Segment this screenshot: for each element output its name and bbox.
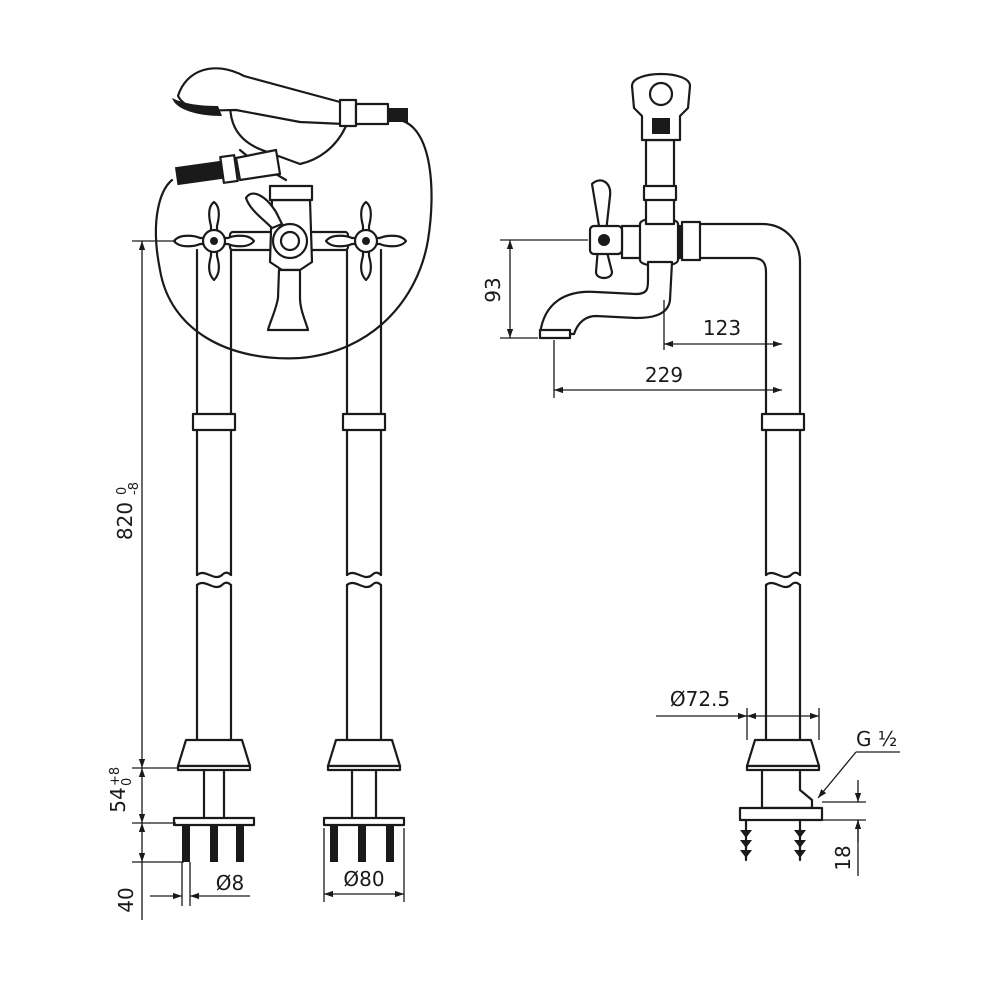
dim-spout-offset: 123 bbox=[663, 300, 782, 350]
hand-shower bbox=[172, 67, 408, 186]
anchor-bolts-side bbox=[740, 818, 806, 862]
dim-anchor-diameter: Ø8 bbox=[150, 862, 250, 906]
dim-height-flange-tol-upper: +8 bbox=[108, 767, 123, 786]
dim-spout-reach: 229 bbox=[553, 340, 782, 398]
side-lever-handle bbox=[588, 179, 624, 280]
dim-anchor-depth: 40 bbox=[114, 823, 184, 920]
mixer-body bbox=[228, 184, 350, 332]
dim-spout-drop: 93 bbox=[481, 239, 588, 339]
dim-height-main-tol-lower: -8 bbox=[127, 482, 142, 495]
dim-flange-diameter-front: Ø80 bbox=[323, 828, 405, 902]
front-view: 820 0 -8 54 +8 0 40 bbox=[106, 67, 433, 920]
dim-anchor-depth-value: 40 bbox=[114, 887, 138, 912]
dim-height-main-tol-upper: 0 bbox=[115, 487, 130, 495]
dim-height-main: 820 0 -8 bbox=[113, 240, 178, 769]
dim-base-height-value: 18 bbox=[831, 845, 855, 870]
shower-hose-arc bbox=[154, 118, 433, 360]
dim-flange-diameter-front-value: Ø80 bbox=[343, 867, 384, 891]
left-cross-handle bbox=[172, 200, 256, 282]
dim-anchor-diameter-value: Ø8 bbox=[216, 871, 244, 895]
anchor-bolts-right bbox=[330, 826, 394, 862]
dim-flange-diameter-side-value: Ø72.5 bbox=[670, 687, 730, 711]
right-cross-handle bbox=[324, 200, 408, 282]
dim-spout-reach-value: 229 bbox=[645, 363, 683, 387]
dim-base-height: 18 bbox=[822, 780, 866, 876]
anchor-bolts-left bbox=[182, 826, 244, 862]
dim-height-flange-value: 54 bbox=[106, 787, 130, 812]
dim-height-flange: 54 +8 0 bbox=[106, 767, 176, 824]
dim-thread: G ½ bbox=[817, 727, 900, 799]
left-riser-pipe bbox=[172, 248, 256, 827]
spout-body bbox=[538, 216, 682, 340]
dim-spout-drop-value: 93 bbox=[481, 277, 505, 302]
side-view: 93 123 229 Ø72.5 G ½ bbox=[481, 72, 900, 876]
dim-flange-diameter-side: Ø72.5 bbox=[656, 687, 820, 740]
dim-height-main-value: 820 bbox=[113, 502, 137, 540]
dim-height-flange-tol-lower: 0 bbox=[120, 778, 135, 786]
shower-column bbox=[630, 72, 692, 226]
dim-spout-offset-value: 123 bbox=[703, 316, 741, 340]
supply-pipe bbox=[680, 220, 824, 822]
right-riser-pipe bbox=[322, 248, 406, 827]
dim-thread-value: G ½ bbox=[856, 727, 897, 751]
